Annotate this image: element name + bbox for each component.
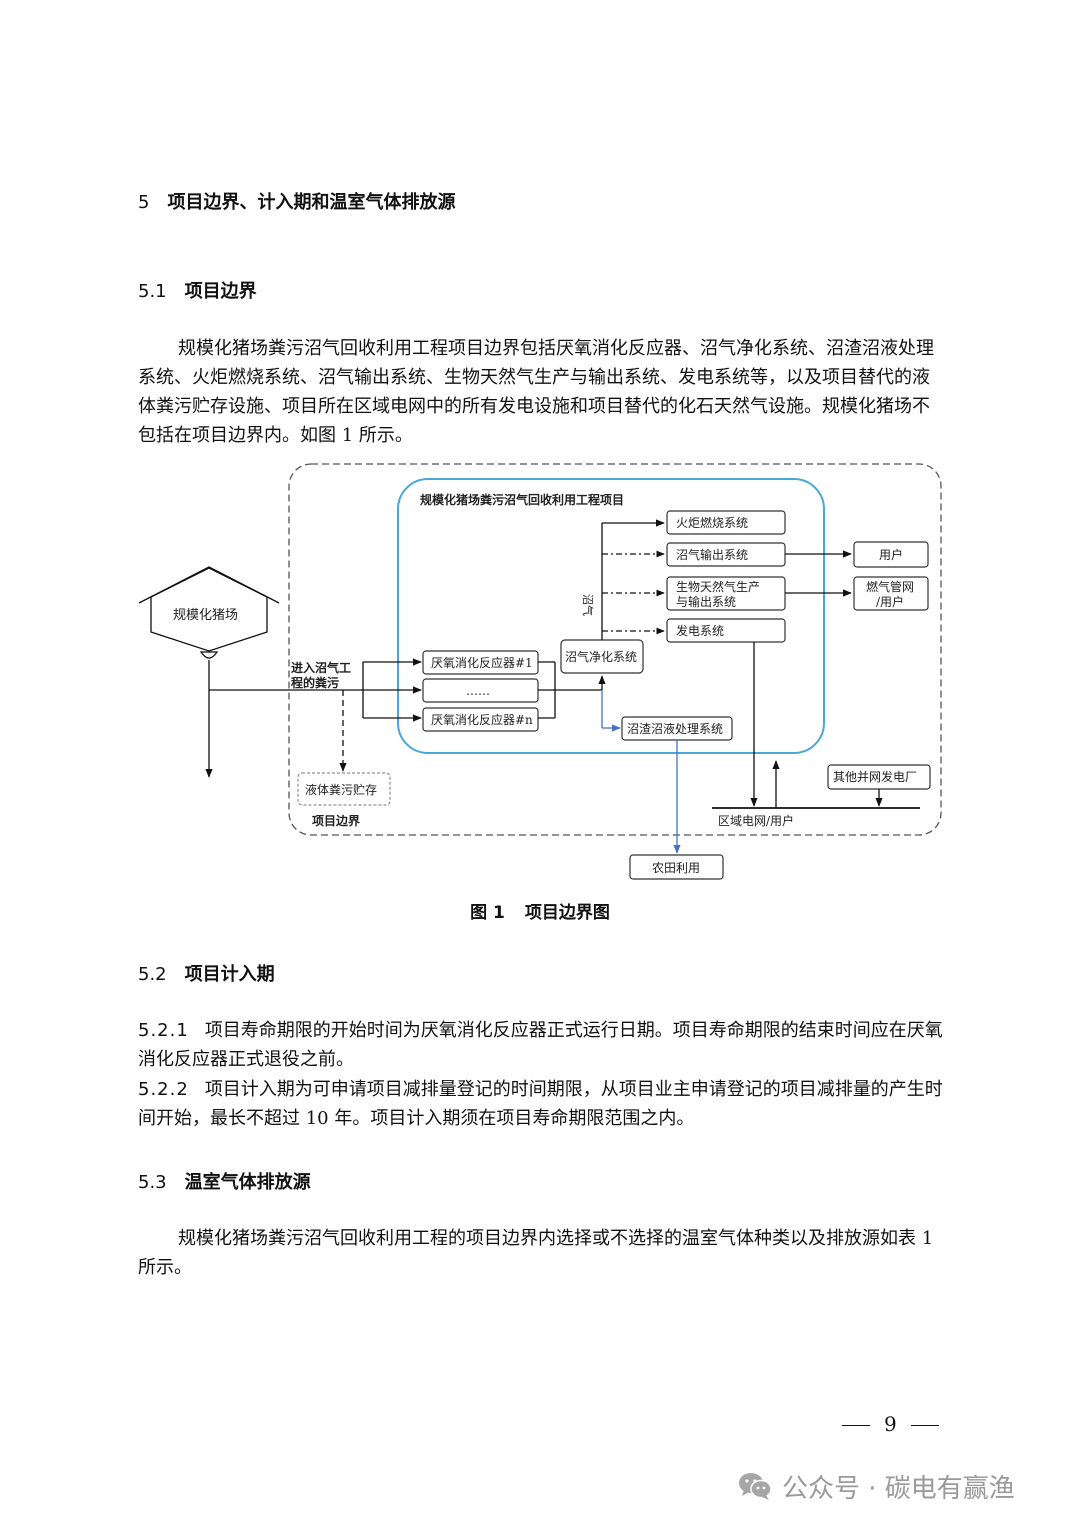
clause-text: 项目计入期为可申请项目减排量登记的时间期限，从项目业主申请登记的项目减排量的产生…	[138, 1079, 943, 1129]
other-plants-label: 其他并网发电厂	[833, 769, 917, 784]
watermark-text: 公众号 · 碳电有赢渔	[782, 1473, 1015, 1504]
page-number: 9	[842, 1412, 939, 1436]
section-title: 温室气体排放源	[184, 1172, 311, 1193]
user-box	[853, 541, 929, 568]
section-5-1-body: 规模化猪场粪污沼气回收利用工程项目边界包括厌氧消化反应器、沼气净化系统、沼渣沼液…	[138, 338, 934, 446]
farmland-box	[629, 854, 724, 880]
biogas-output-label: 沼气输出系统	[676, 547, 748, 562]
watermark: 公众号 · 碳电有赢渔	[738, 1466, 1015, 1506]
purification-label: 沼气净化系统	[565, 649, 637, 664]
section-5-heading: 5 项目边界、计入期和温室气体排放源	[138, 188, 455, 214]
dash-left	[842, 1425, 870, 1426]
section-title: 项目计入期	[184, 964, 275, 985]
biogas-vertical-label: 沼气	[581, 594, 595, 616]
user-label: 用户	[879, 547, 903, 562]
pig-farm-node: 规模化猪场	[138, 566, 280, 659]
reactor-n-label: 厌氧消化反应器#n	[431, 712, 533, 727]
power-label: 发电系统	[676, 623, 724, 638]
section-5-2-heading: 5.2 项目计入期	[138, 960, 275, 986]
gas-grid-box	[853, 576, 929, 611]
bng-label-2: 与输出系统	[676, 594, 736, 609]
section-number: 5.2	[138, 964, 167, 985]
section-title: 项目边界	[184, 281, 257, 302]
page-number-value: 9	[884, 1412, 897, 1436]
figure-title: 项目边界图	[524, 903, 610, 923]
section-number: 5	[138, 192, 150, 213]
influent-label-2: 程的粪污	[291, 675, 339, 690]
project-engineering-box	[397, 478, 825, 754]
section-title: 项目边界、计入期和温室气体排放源	[167, 192, 456, 213]
section-number: 5.3	[138, 1172, 167, 1193]
liquid-storage-label: 液体粪污贮存	[305, 782, 377, 797]
regional-grid-label: 区域电网/用户	[718, 813, 794, 828]
influent-label-1: 进入沼气工	[291, 660, 351, 675]
gas-grid-label-1: 燃气管网	[866, 579, 914, 594]
reactor-dots: ……	[466, 684, 490, 698]
clause-text: 项目寿命期限的开始时间为厌氧消化反应器正式运行日期。项目寿命期限的结束时间应在厌…	[138, 1020, 943, 1070]
reactor-n-box	[422, 707, 539, 732]
wechat-icon	[739, 1473, 772, 1500]
farm-label: 规模化猪场	[173, 608, 238, 623]
farmland-label: 农田利用	[652, 861, 700, 875]
project-boundary-box	[288, 463, 942, 836]
digestate-label: 沼渣沼液处理系统	[627, 721, 723, 736]
power-box	[666, 618, 786, 643]
reactor-1-label: 厌氧消化反应器#1	[431, 655, 533, 670]
flare-box	[666, 510, 786, 535]
figure-label: 图 1	[470, 903, 505, 923]
project-box-title: 规模化猪场粪污沼气回收利用工程项目	[420, 492, 624, 507]
clause-number: 5.2.2	[138, 1079, 189, 1100]
section-number: 5.1	[138, 281, 167, 302]
section-5-3-body: 规模化猪场粪污沼气回收利用工程的项目边界内选择或不选择的温室气体种类以及排放源如…	[138, 1228, 934, 1278]
section-5-3-heading: 5.3 温室气体排放源	[138, 1168, 311, 1194]
section-5-1-heading: 5.1 项目边界	[138, 277, 257, 303]
liquid-storage-box	[297, 772, 391, 806]
boundary-label: 项目边界	[312, 813, 360, 828]
clause-number: 5.2.1	[138, 1020, 189, 1041]
gas-grid-label-2: /用户	[876, 594, 904, 609]
flare-label: 火炬燃烧系统	[676, 515, 748, 530]
bng-label-1: 生物天然气生产	[676, 579, 760, 594]
dash-right	[910, 1425, 939, 1426]
figure-caption: 图 1 项目边界图	[0, 898, 1080, 923]
